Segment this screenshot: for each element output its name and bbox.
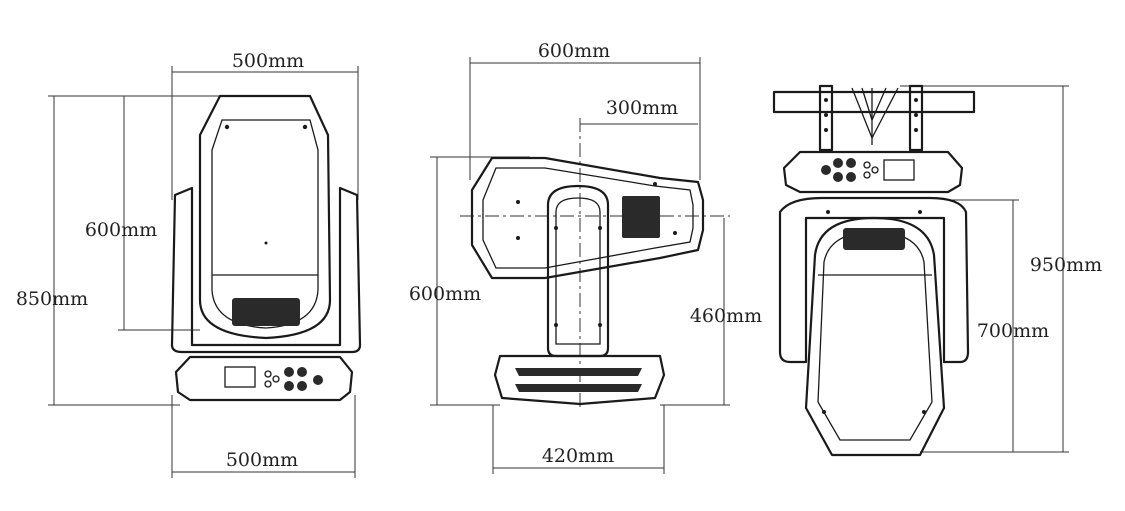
top-clamp-bar — [772, 90, 976, 114]
front-view — [48, 66, 362, 478]
side-base-slot-lower — [515, 384, 642, 392]
top-yoke — [778, 196, 970, 364]
front-vent — [232, 298, 300, 326]
side-head — [470, 156, 705, 280]
front-base — [174, 355, 354, 402]
top-dimension-lines — [900, 85, 1069, 453]
side-base-height-label: 460mm — [690, 305, 762, 327]
side-view — [430, 57, 730, 474]
top-base-display — [883, 159, 915, 181]
side-dimension-lines — [430, 57, 730, 474]
front-head-height-label: 600mm — [85, 219, 157, 241]
side-vent — [622, 196, 660, 238]
side-total-length-label: 600mm — [538, 40, 610, 62]
front-top-width-label: 500mm — [232, 50, 304, 72]
side-half-length-label: 300mm — [606, 97, 678, 119]
side-total-height-label: 600mm — [409, 283, 481, 305]
dimension-labels: 500mm 600mm 850mm 500mm 600mm 300mm 600m… — [16, 40, 1102, 471]
top-head-height-label: 700mm — [977, 320, 1049, 342]
top-head — [804, 216, 946, 457]
front-base-connectors — [284, 367, 323, 391]
front-base-buttons — [264, 370, 280, 388]
top-base-buttons — [863, 161, 879, 179]
front-head — [198, 94, 332, 340]
side-base — [493, 354, 666, 406]
side-base-slot-upper — [515, 368, 642, 376]
front-base-display — [224, 366, 256, 388]
top-safety-cable — [851, 87, 899, 145]
top-view — [772, 84, 1069, 457]
front-yoke — [170, 186, 362, 354]
top-total-height-label: 950mm — [1030, 254, 1102, 276]
front-dimension-lines — [48, 66, 359, 478]
side-base-width-label: 420mm — [542, 445, 614, 467]
front-bottom-width-label: 500mm — [226, 449, 298, 471]
top-clamps — [818, 84, 924, 152]
top-base — [782, 150, 964, 194]
front-total-height-label: 850mm — [16, 288, 88, 310]
top-vent — [843, 228, 905, 250]
top-base-connectors — [821, 158, 856, 182]
side-yoke-arm — [546, 184, 610, 358]
